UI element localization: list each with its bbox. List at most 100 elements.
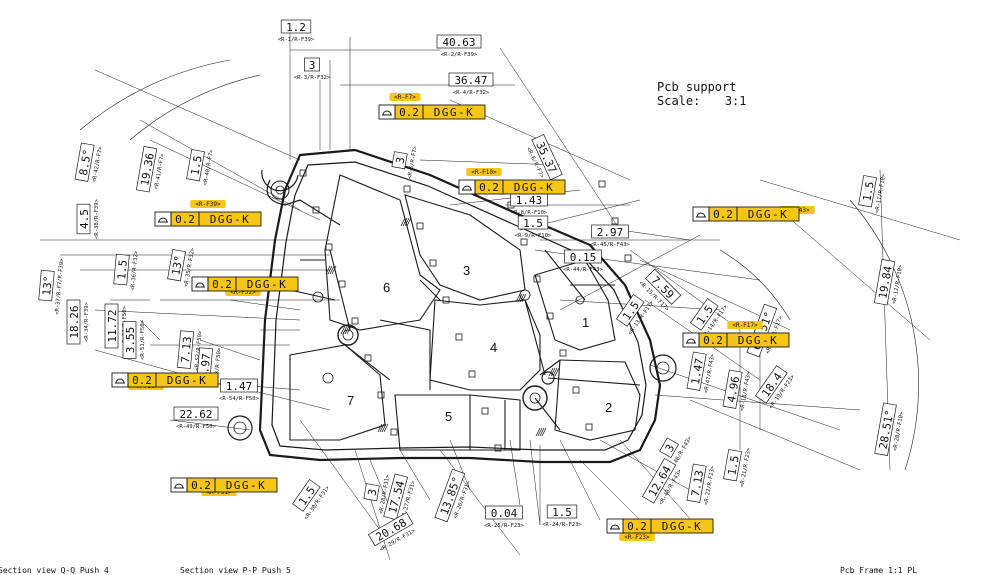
dimension-value-box [104,303,119,349]
dimension-ref: <R-1/R-F39> [278,37,315,43]
region-label: 4 [490,340,497,355]
dimension-value-box [66,299,81,345]
dimension-value: 1.47 [226,380,253,393]
dimension-ref: <R-5/R-F7> [407,145,419,179]
frame-tag-badge [619,533,655,541]
frame-datums: DGG-K [662,520,703,533]
profile-of-surface-icon [696,212,706,218]
dimension: 22.62<R-49/R-F50> [173,406,219,430]
dimension-ref: <R-52/R-F50> [194,330,204,371]
dimension-value: 1.43 [516,194,543,207]
dimension-value-box [448,72,494,87]
dimension: 13°<R-37/R-F7/R-F39> [38,258,65,315]
dimension-value-box [173,406,219,421]
frame-tag: <R-F10> [471,169,497,176]
dimension-value: 7.13 [689,469,706,497]
dimension-ref: <R-36/R-F32> [130,250,140,291]
dimension-ref: <R-25/R-F23> [484,523,524,529]
dimension: 18.4<R-19/R-F23> [754,365,797,410]
dimension: 1.47<R-54/R-F50> [219,378,260,402]
dimension-value-box [167,249,186,282]
frame-tolerance: 0.2 [399,106,419,119]
dimension: 1.5<R-9/R-F10> [515,215,552,239]
dimension: 36.47<R-4/R-F32> [448,72,494,96]
dimension: 1.5<R-30/R-F31> [292,479,332,521]
frame-tag: <R-F39> [195,201,221,208]
dimension: 1.5<R-36/R-F32> [113,250,140,291]
dimension: 13.85°<R-26/R-F31> [434,468,472,523]
dimension: 13°<R-35/R-F32> [167,247,196,288]
dimension-ref: <R-40/R-F7> [203,148,215,186]
dimension-ref: <R-4/R-F32> [453,90,490,96]
dimension-value-box [292,479,321,512]
dimension-value-box [564,249,602,264]
dimension-value-box [591,224,629,239]
dimension: 4.5<R-38/R-F39> [76,198,100,239]
dimension-value-box [280,19,312,34]
dimension-ref: <R-8/R-F10> [511,210,548,216]
frame-tag: <R-F23> [624,534,650,541]
dimension-value: 4.5 [78,209,91,229]
frame-tag-badge [190,200,226,208]
dimension-value: 13° [169,254,185,276]
profile-of-surface-icon [158,217,168,223]
dimension-value-box [686,351,707,391]
dimension-ref: <R-45/R-F43> [590,242,630,248]
frame-tag: <R-F7> [394,94,416,101]
dimension-value-box [858,175,877,208]
dimension-value-box [113,253,130,286]
frame-datums: DGG-K [434,106,475,119]
frame-tolerance: 0.2 [175,213,195,226]
frame-tolerance: 0.2 [479,181,499,194]
dimension-value: 11.72 [106,309,119,342]
dimension-value-box [690,298,719,331]
frame-datums: DGG-K [210,213,251,226]
dimension: 1.5<R-11/R-F10> [858,173,887,214]
dimension-value-box [363,483,380,502]
dimension-value-box [641,457,677,504]
dimension-value-box [531,133,563,181]
dimension-value: 1.5 [188,154,204,176]
profile-of-surface-icon [195,282,205,288]
dimension: 8.5°<R-42/R-F7> [74,142,104,183]
scale-value: 3:1 [724,94,747,108]
footer-right: Pcb Frame 1:1 PL [840,566,918,575]
frame-tag: <R-F17> [732,322,758,329]
frame-datums: DGG-K [247,278,288,291]
drawing-title: Pcb support [657,80,737,94]
feature-control-frame: <R-F23>0.2 DGG-K [606,518,714,541]
dimension-value: 1.2 [286,21,306,34]
region-label: 7 [347,393,354,408]
dimension-value-box [874,402,897,456]
dimension-value-box [186,149,205,182]
dimension-value: 0.15 [570,251,597,264]
dimension-value: 8.5° [77,148,94,176]
dimension-value-box [645,268,682,305]
dimension: 7.13<R-52/R-F50> [177,330,204,371]
dimension-value: 1.5 [115,259,130,280]
dimension-value-box [220,378,258,393]
dimension-value-box [436,34,482,49]
dimension-value-box [659,437,680,459]
profile-of-surface-icon [686,338,696,344]
frame-datums: DGG-K [738,334,779,347]
frame-tolerance: 0.2 [703,334,723,347]
dimension-value: 7.13 [179,336,194,364]
dimension-value-box [367,511,414,547]
frame-tolerance: 0.2 [713,208,733,221]
dimension: 0.15<R-44/R-F43> [563,249,604,273]
dimension: 19.36<R-41/R-F7> [135,146,166,193]
dimension: 3.55<R-51/R-F50> [122,319,146,360]
dimension: 4.96<R-18/R-F43> [722,369,752,412]
dimension-ref: <R-53/R-F50> [213,347,223,388]
dimension-ref: <R-34/R-F39> [84,301,90,341]
dimension: 18.26<R-34/R-F39> [66,299,90,345]
frame-tolerance: 0.2 [627,520,647,533]
dimension: 1.5<R-24/R-F23> [542,504,583,528]
dimension: 0.04<R-25/R-F23> [484,505,525,529]
